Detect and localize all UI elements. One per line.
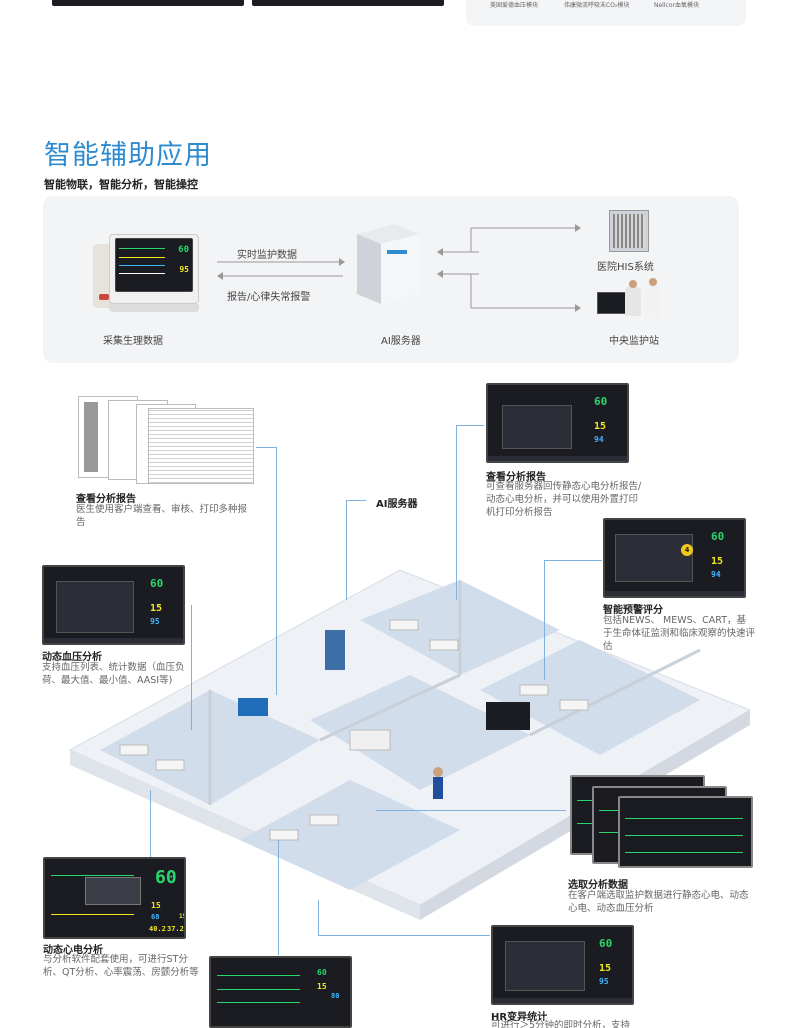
abpm-screen: 60 15 95 bbox=[42, 565, 185, 645]
flow-panel: 60 95 采集生理数据 实时监护数据 报告/心律失常报警 AI服务器 bbox=[43, 196, 739, 363]
bidirectional-arrows bbox=[217, 258, 345, 280]
module-label: 伟康微流呼吸末CO₂模块 bbox=[564, 2, 630, 9]
holter-text: 与分析软件配套使用，可进行ST分析、QT分析、心率震荡、房颤分析等 bbox=[43, 954, 199, 978]
monitor-strip-left bbox=[52, 0, 244, 6]
connector-line bbox=[318, 935, 490, 936]
ai-server-title: AI服务器 bbox=[376, 499, 418, 510]
hrv-screen: 60 15 95 bbox=[491, 925, 634, 1005]
connector-line bbox=[544, 560, 602, 561]
connector-line bbox=[346, 500, 347, 600]
holter-title: 动态心电分析 bbox=[43, 945, 103, 956]
select-data-title: 选取分析数据 bbox=[568, 880, 628, 891]
arrow-top-label: 实时监护数据 bbox=[237, 250, 297, 261]
ai-server-image bbox=[353, 224, 423, 306]
bedside-monitor-image: 60 95 bbox=[93, 234, 203, 314]
connector-line bbox=[318, 900, 319, 935]
abpm-title: 动态血压分析 bbox=[42, 652, 102, 663]
view-report-right-text: 可查看服务器回传静态心电分析报告/动态心电分析，并可以使用外置打印机打印分析报告 bbox=[486, 481, 642, 518]
module-card: 美国爱德血压模块 伟康微流呼吸末CO₂模块 Nellcor血氧模块 bbox=[466, 0, 746, 26]
connector-line bbox=[276, 447, 277, 695]
his-central-arrows bbox=[437, 224, 581, 312]
top-strip: 美国爱德血压模块 伟康微流呼吸末CO₂模块 Nellcor血氧模块 bbox=[0, 0, 790, 30]
connector-line bbox=[346, 500, 366, 501]
module-label: Nellcor血氧模块 bbox=[654, 2, 699, 9]
paper-reports-image bbox=[78, 396, 254, 486]
central-label: 中央监护站 bbox=[609, 336, 659, 347]
connector-line bbox=[544, 560, 545, 680]
arrow-bottom-label: 报告/心律失常报警 bbox=[227, 292, 311, 303]
central-station-image bbox=[595, 278, 675, 324]
bottom-screen: 60 15 80 bbox=[209, 956, 352, 1028]
monitor-strip-right bbox=[252, 0, 444, 6]
abpm-text: 支持血压列表、统计数据（血压负荷、最大值、最小值、AASI等) bbox=[42, 662, 185, 686]
connector-line bbox=[256, 447, 276, 448]
section-subtitle: 智能物联，智能分析，智能操控 bbox=[44, 178, 198, 191]
his-server-image bbox=[609, 210, 649, 252]
server-label: AI服务器 bbox=[381, 336, 421, 347]
connector-line bbox=[456, 425, 484, 426]
view-report-left-title: 查看分析报告 bbox=[76, 494, 136, 505]
view-report-right-title: 查看分析报告 bbox=[486, 472, 546, 483]
connector-line bbox=[278, 840, 279, 955]
his-label: 医院HIS系统 bbox=[597, 262, 654, 273]
hrv-title: HR变异统计 bbox=[491, 1012, 548, 1023]
connector-line bbox=[150, 790, 151, 860]
view-report-left-text: 医生使用客户端查看、审核、打印多种报告 bbox=[76, 504, 248, 528]
hrv-text: 可进行＞5分钟的即时分析，支持 bbox=[491, 1020, 631, 1028]
warning-screen: 4 60 15 94 bbox=[603, 518, 746, 598]
score-badge: 4 bbox=[681, 544, 693, 556]
report-screen: 60 15 94 bbox=[486, 383, 629, 463]
collect-label: 采集生理数据 bbox=[103, 336, 163, 347]
select-screen-front bbox=[618, 796, 753, 868]
connector-line bbox=[376, 810, 566, 811]
warning-score-title: 智能预警评分 bbox=[603, 605, 663, 616]
section-title: 智能辅助应用 bbox=[44, 140, 212, 171]
warning-score-text: 包括NEWS、 MEWS、CART，基于生命体征监测和临床观察的快速评估 bbox=[603, 615, 756, 652]
select-data-text: 在客户端选取监护数据进行静态心电、动态心电、动态血压分析 bbox=[568, 890, 749, 914]
connector-line bbox=[456, 425, 457, 600]
module-label: 美国爱德血压模块 bbox=[490, 2, 539, 9]
holter-screen: 60 15 68 40.2 37.2 15 bbox=[43, 857, 186, 939]
connector-line bbox=[191, 605, 192, 730]
hospital-floor-illustration bbox=[68, 569, 750, 920]
